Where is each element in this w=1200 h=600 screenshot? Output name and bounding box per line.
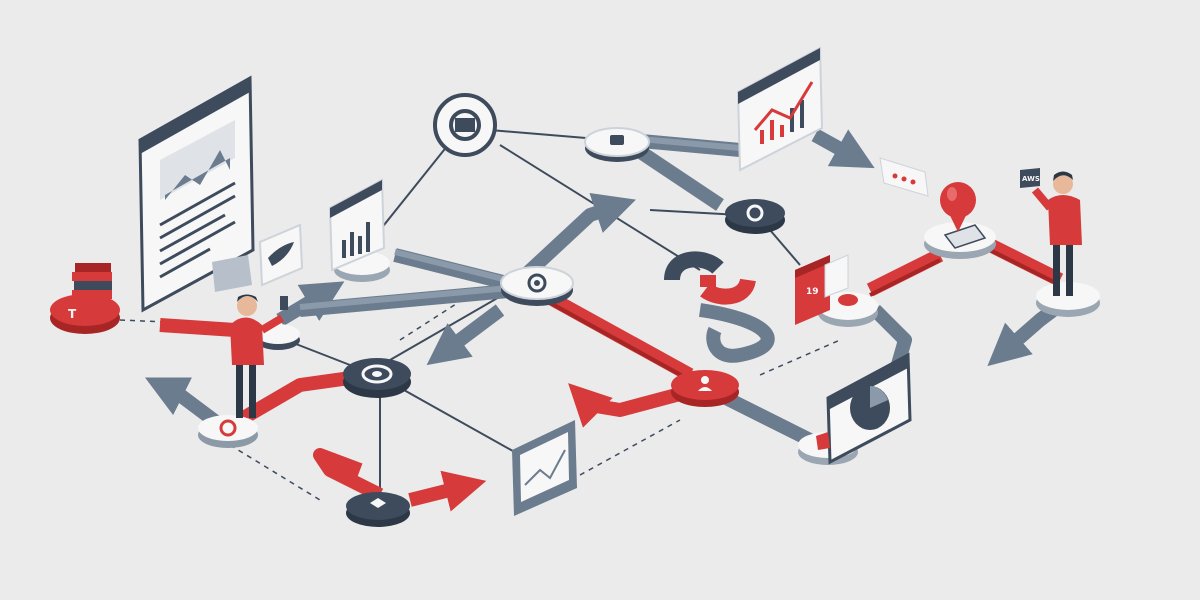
calendar-day: 19 [806,287,819,297]
node-user-red[interactable] [671,370,739,407]
bar-chart-icon [328,178,386,272]
node-idea-platform[interactable] [924,222,996,259]
book-stack-icon: T [50,263,120,334]
document-board [138,75,255,313]
red-flow-shading [544,248,1061,382]
bird-icon [258,223,304,287]
chat-bubble [879,157,929,197]
node-settings-dark[interactable] [725,199,785,234]
magnet-icon [664,251,756,305]
node-target[interactable] [343,358,411,398]
calendar-icon: 19 [795,254,849,325]
pie-chart-icon [816,352,912,465]
trend-card [512,420,577,516]
node-red-right[interactable] [818,292,878,327]
node-bottom-box[interactable] [346,492,410,527]
node-top-gear[interactable] [433,93,497,157]
node-lock[interactable] [584,127,650,162]
red-flow-paths [159,238,1064,512]
book-mark: T [68,307,77,321]
line-chart-icon [736,46,824,172]
speech-sign: AWS [1022,175,1040,183]
person-with-phone-icon [230,294,288,418]
node-left-red-target[interactable] [198,415,258,448]
dashed-guides [119,294,841,501]
lightbulb-icon [940,182,976,232]
person-presenting-icon: AWS [1020,168,1082,296]
node-hub-gear[interactable] [500,266,574,306]
